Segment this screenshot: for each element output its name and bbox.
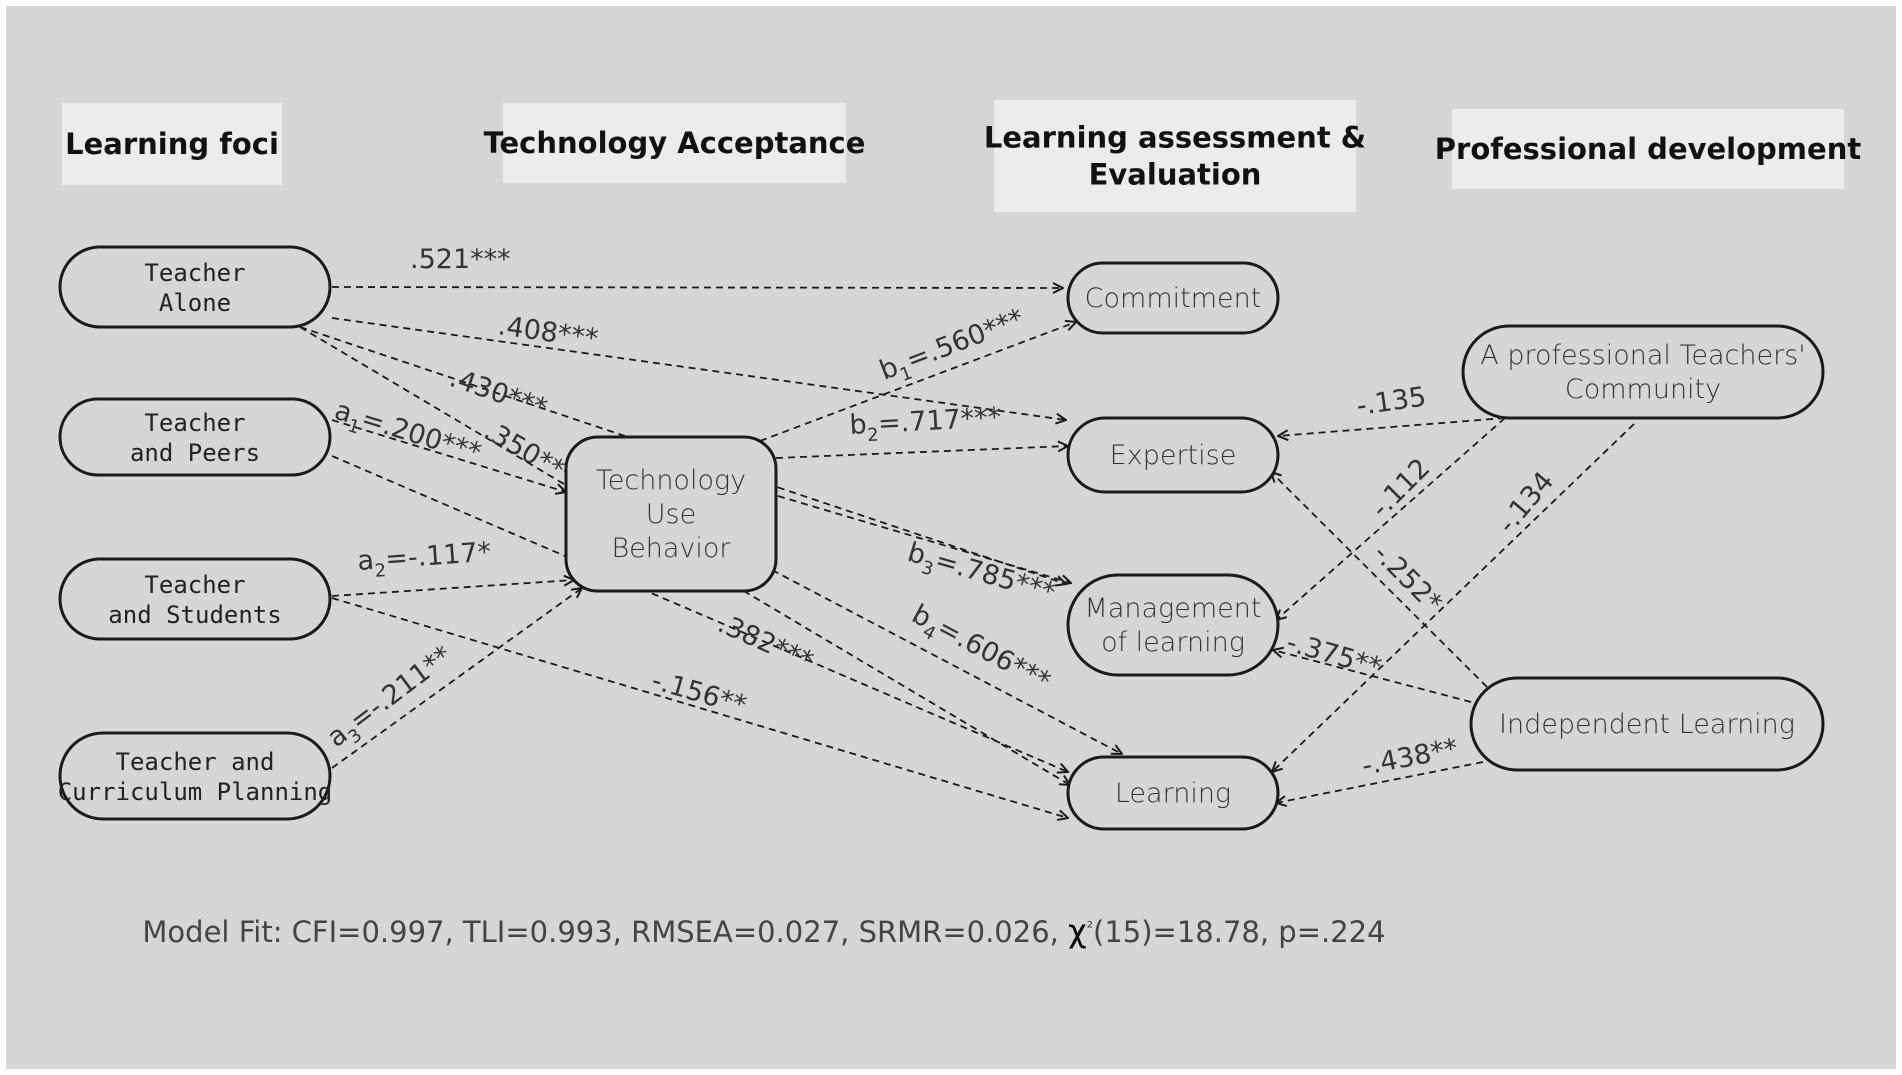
node-shape — [1066, 261, 1280, 335]
node-shape — [1066, 416, 1280, 494]
header-text: Technology Acceptance — [484, 126, 866, 160]
path-independent-to-management — [1273, 650, 1472, 703]
header-text: Evaluation — [1089, 158, 1262, 192]
path-teacher-students-to-technology-use — [331, 580, 574, 597]
node-label: Teacher — [144, 259, 245, 287]
model-fit-text: Model Fit: CFI=0.997, TLI=0.993, RMSEA=0… — [142, 912, 1385, 950]
node-label: and Students — [108, 601, 281, 629]
path-coefficient-label: b2=.717*** — [849, 402, 1003, 447]
node-shape — [58, 397, 332, 477]
node-label: Learning — [1115, 778, 1231, 809]
node-shape — [58, 731, 332, 821]
node-label: Management — [1085, 593, 1262, 624]
node-label: A professional Teachers' — [1480, 340, 1805, 371]
coef-prefix: b — [849, 409, 868, 441]
model-fit-stats: Model Fit: CFI=0.997, TLI=0.993, RMSEA=0… — [142, 915, 1068, 949]
header-box — [62, 103, 282, 185]
coef-value: =.717*** — [877, 402, 1002, 439]
path-teacher-peers-to-learning — [331, 455, 1068, 772]
header-text: Professional development — [1435, 132, 1862, 166]
node-expertise: Expertise — [1066, 416, 1280, 494]
node-community: A professional Teachers'Community — [1461, 324, 1825, 420]
node-shape — [1469, 676, 1825, 772]
header-assessment: Learning assessment &Evaluation — [984, 100, 1366, 212]
node-shape — [58, 557, 332, 641]
node-label: and Peers — [130, 439, 260, 467]
header-box — [503, 103, 846, 183]
path-community-to-expertise — [1278, 417, 1506, 436]
path-teacher-students-to-learning — [331, 597, 1068, 818]
path-technology-use-to-management — [777, 495, 1071, 583]
node-label: Commitment — [1085, 283, 1262, 314]
node-label: Independent Learning — [1499, 709, 1795, 740]
path-teacher-peers-to-technology-use — [331, 419, 566, 492]
node-shape — [1066, 573, 1280, 677]
node-label: Teacher — [144, 571, 245, 599]
coef-subscript: 3 — [919, 557, 936, 580]
coef-prefix: a — [356, 545, 375, 577]
node-shape — [1066, 755, 1280, 831]
node-label: Curriculum Planning — [58, 778, 333, 806]
header-box — [994, 100, 1356, 212]
node-shape — [58, 245, 332, 329]
node-label: Behavior — [611, 533, 731, 564]
coef-subscript: 2 — [867, 425, 880, 447]
path-independent-to-expertise — [1271, 472, 1488, 688]
path-community-to-management — [1276, 417, 1506, 620]
node-label: Expertise — [1110, 440, 1237, 471]
node-label: Alone — [159, 289, 231, 317]
header-technology-acceptance: Technology Acceptance — [484, 103, 866, 183]
coef-value: =-.117* — [384, 537, 492, 575]
header-text: Learning assessment & — [984, 121, 1366, 155]
coef-subscript: 2 — [374, 560, 387, 582]
chi-symbol: χ — [1068, 912, 1086, 950]
path-teacher-curriculum-to-technology-use — [331, 588, 582, 769]
path-teacher-alone-to-commitment — [331, 287, 1063, 288]
node-label: Teacher and — [116, 748, 275, 776]
node-label: Technology — [596, 465, 746, 496]
node-label: Community — [1565, 374, 1721, 405]
path-coefficient-label: .521*** — [410, 244, 511, 275]
header-box — [1452, 109, 1844, 189]
node-shape — [564, 435, 778, 593]
node-shape — [1461, 324, 1825, 420]
node-independent: Independent Learning — [1469, 676, 1825, 772]
node-label: of learning — [1101, 627, 1245, 658]
node-label: Use — [646, 499, 696, 530]
node-commitment: Commitment — [1066, 261, 1280, 335]
path-technology-use-to-learning — [771, 569, 1122, 754]
path-coefficient-label: a2=-.117* — [356, 537, 492, 583]
path-technology-use-to-expertise — [775, 446, 1068, 459]
chi-superscript: ² — [1087, 918, 1093, 937]
headers-layer: Learning foci Technology Acceptance Learni… — [62, 100, 1861, 212]
header-text: Learning foci — [65, 127, 279, 161]
model-fit-chi-value: (15)=18.78, p=.224 — [1093, 915, 1386, 949]
path-teacher-alone-to-expertise — [331, 317, 1066, 420]
header-professional: Professional development — [1435, 109, 1862, 189]
node-learning: Learning — [1066, 755, 1280, 831]
header-learning-foci: Learning foci — [62, 103, 282, 185]
path-teacher-alone-to-management — [299, 326, 1066, 584]
path-technology-use-to-commitment — [759, 322, 1076, 442]
node-label: Teacher — [144, 409, 245, 437]
